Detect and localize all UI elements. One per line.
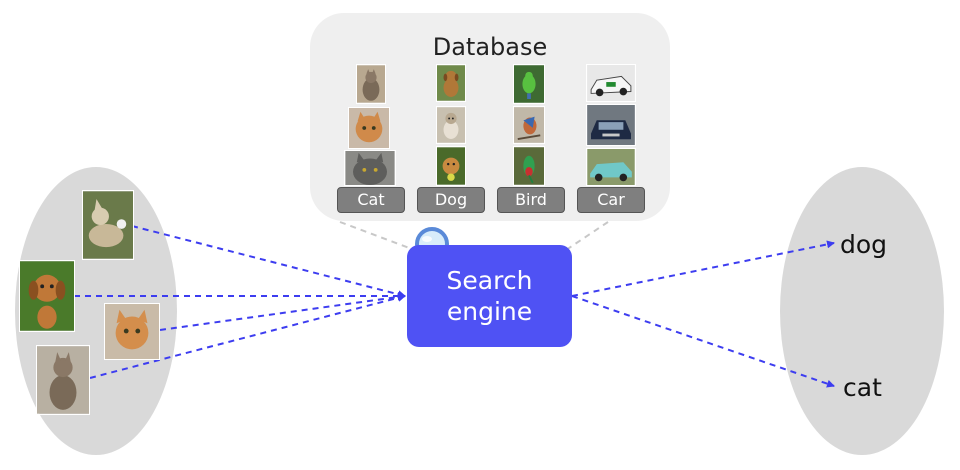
db-cat-image <box>356 64 386 104</box>
db-bird-image <box>513 146 545 186</box>
category-label-cat: Cat <box>337 187 405 213</box>
search-engine-line1: Search <box>446 266 533 295</box>
results-group <box>780 167 944 455</box>
database-title: Database <box>432 33 548 61</box>
db-car-image <box>586 64 636 102</box>
db-link-right <box>565 221 609 251</box>
db-dog-image <box>436 106 466 144</box>
db-cat-image <box>344 150 396 186</box>
result-label-cat: cat <box>843 373 882 402</box>
db-car-image <box>586 148 636 186</box>
db-dog-image <box>436 146 466 186</box>
db-car-image <box>586 104 636 146</box>
db-bird-image <box>513 106 545 144</box>
output-arrow-dog <box>571 240 835 297</box>
query-cat-image <box>36 345 90 415</box>
query-dog-image <box>19 260 75 332</box>
input-arrow-3 <box>159 293 406 331</box>
input-arrow-1 <box>131 225 406 299</box>
db-cat-image <box>348 107 390 149</box>
search-engine-line2: engine <box>446 297 533 326</box>
search-engine-box: Search engine <box>407 245 572 347</box>
category-label-car: Car <box>577 187 645 213</box>
db-bird-image <box>513 64 545 104</box>
output-arrow-cat <box>571 295 835 388</box>
db-dog-image <box>436 64 466 102</box>
db-link-left <box>339 221 421 253</box>
category-label-bird: Bird <box>497 187 565 213</box>
result-label-dog: dog <box>840 230 888 259</box>
query-cat-image <box>104 303 160 360</box>
query-dog-image <box>82 190 134 260</box>
category-label-dog: Dog <box>417 187 485 213</box>
